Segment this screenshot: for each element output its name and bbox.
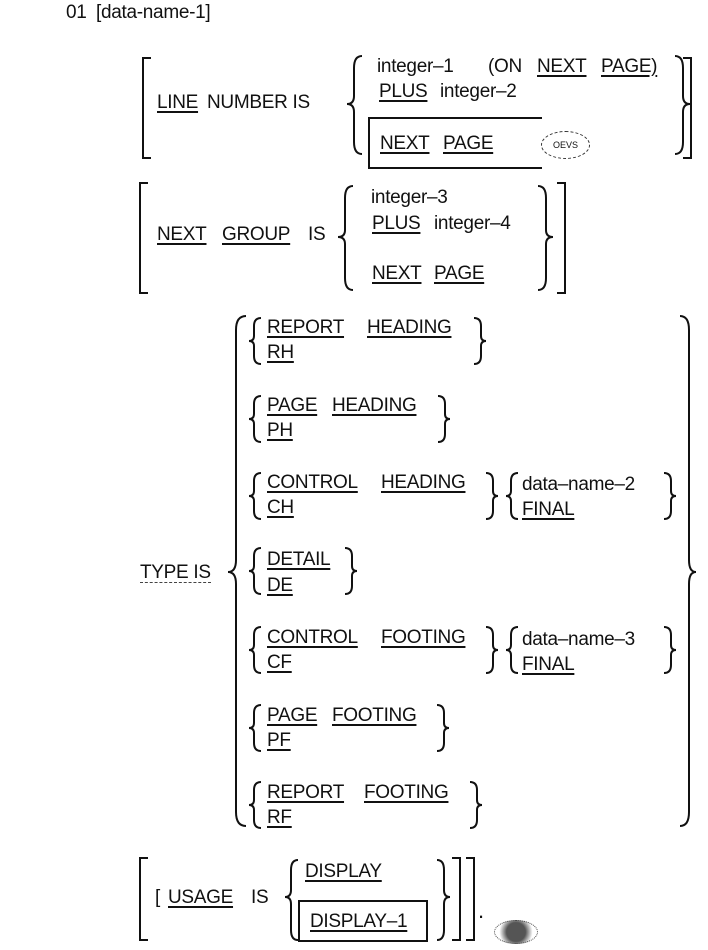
type-right-brace bbox=[679, 315, 697, 827]
cf-keyword: CF bbox=[267, 652, 292, 673]
heading-keyword-2: HEADING bbox=[332, 395, 417, 416]
plus-keyword-1: PLUS bbox=[379, 81, 428, 102]
terminator-period: . bbox=[478, 898, 484, 923]
number-is-text: NUMBER IS bbox=[207, 92, 310, 113]
data-name-3: data–name–3 bbox=[522, 629, 635, 650]
footing-keyword-3: FOOTING bbox=[364, 782, 449, 803]
plus-keyword-2: PLUS bbox=[372, 213, 421, 234]
display-1-keyword: DISPLAY–1 bbox=[310, 911, 408, 932]
rh-keyword: RH bbox=[267, 342, 294, 363]
data-name-2: data–name–2 bbox=[522, 474, 635, 495]
usage-open-bracket: [ bbox=[155, 887, 160, 908]
integer-2: integer–2 bbox=[440, 81, 517, 102]
ch-keyword: CH bbox=[267, 497, 294, 518]
heading-keyword-3: HEADING bbox=[381, 472, 466, 493]
next-group-left-bracket bbox=[139, 182, 148, 294]
control-keyword-1: CONTROL bbox=[267, 472, 358, 493]
line-number-left-brace bbox=[346, 55, 363, 155]
de-keyword: DE bbox=[267, 575, 293, 596]
is-text-2: IS bbox=[251, 887, 269, 908]
oevs-bubble: OEVS bbox=[541, 131, 590, 159]
ph-keyword: PH bbox=[267, 420, 293, 441]
group-keyword: GROUP bbox=[222, 224, 291, 245]
detail-keyword: DETAIL bbox=[267, 549, 331, 570]
display-keyword: DISPLAY bbox=[305, 861, 382, 882]
page-keyword-4: PAGE bbox=[267, 395, 318, 416]
footing-keyword-2: FOOTING bbox=[332, 705, 417, 726]
usage-keyword: USAGE bbox=[168, 887, 234, 908]
control-keyword-2: CONTROL bbox=[267, 627, 358, 648]
integer-3: integer–3 bbox=[371, 187, 448, 208]
final-keyword-2: FINAL bbox=[522, 654, 575, 675]
type-left-brace bbox=[227, 315, 247, 827]
line-keyword: LINE bbox=[157, 92, 199, 113]
pf-keyword: PF bbox=[267, 730, 291, 751]
next-group-right-bracket bbox=[557, 182, 566, 294]
integer-1: integer–1 bbox=[377, 56, 454, 77]
usage-right-bracket bbox=[452, 857, 461, 941]
next-group-left-brace bbox=[337, 185, 354, 291]
next-group-right-brace bbox=[537, 185, 554, 291]
next-keyword-1: NEXT bbox=[537, 56, 587, 77]
level-number: 01 bbox=[66, 2, 87, 23]
rf-keyword: RF bbox=[267, 807, 292, 828]
data-name-1-clause: [data-name-1] bbox=[96, 2, 211, 23]
type-is-label: TYPE IS bbox=[140, 562, 211, 583]
display-1-box bbox=[298, 900, 428, 942]
final-keyword-1: FINAL bbox=[522, 499, 575, 520]
page-keyword-2: PAGE bbox=[443, 133, 494, 154]
usage-left-bracket bbox=[139, 857, 148, 941]
report-keyword-1: REPORT bbox=[267, 317, 345, 338]
next-keyword-2: NEXT bbox=[380, 133, 430, 154]
next-keyword-3: NEXT bbox=[157, 224, 207, 245]
page-keyword-3: PAGE bbox=[434, 263, 485, 284]
is-text-1: IS bbox=[308, 224, 326, 245]
page-keyword-1: PAGE) bbox=[601, 56, 658, 77]
line-number-right-brace bbox=[674, 55, 691, 155]
heading-keyword-1: HEADING bbox=[367, 317, 452, 338]
integer-4: integer–4 bbox=[434, 213, 511, 234]
line-number-right-bracket bbox=[683, 57, 692, 159]
on-text: (ON bbox=[488, 56, 522, 77]
line-number-left-bracket bbox=[142, 57, 151, 159]
page-keyword-5: PAGE bbox=[267, 705, 318, 726]
footing-keyword-1: FOOTING bbox=[381, 627, 466, 648]
report-keyword-2: REPORT bbox=[267, 782, 345, 803]
next-keyword-4: NEXT bbox=[372, 263, 422, 284]
annotation-mark-icon bbox=[494, 920, 538, 944]
next-page-box bbox=[368, 117, 542, 169]
